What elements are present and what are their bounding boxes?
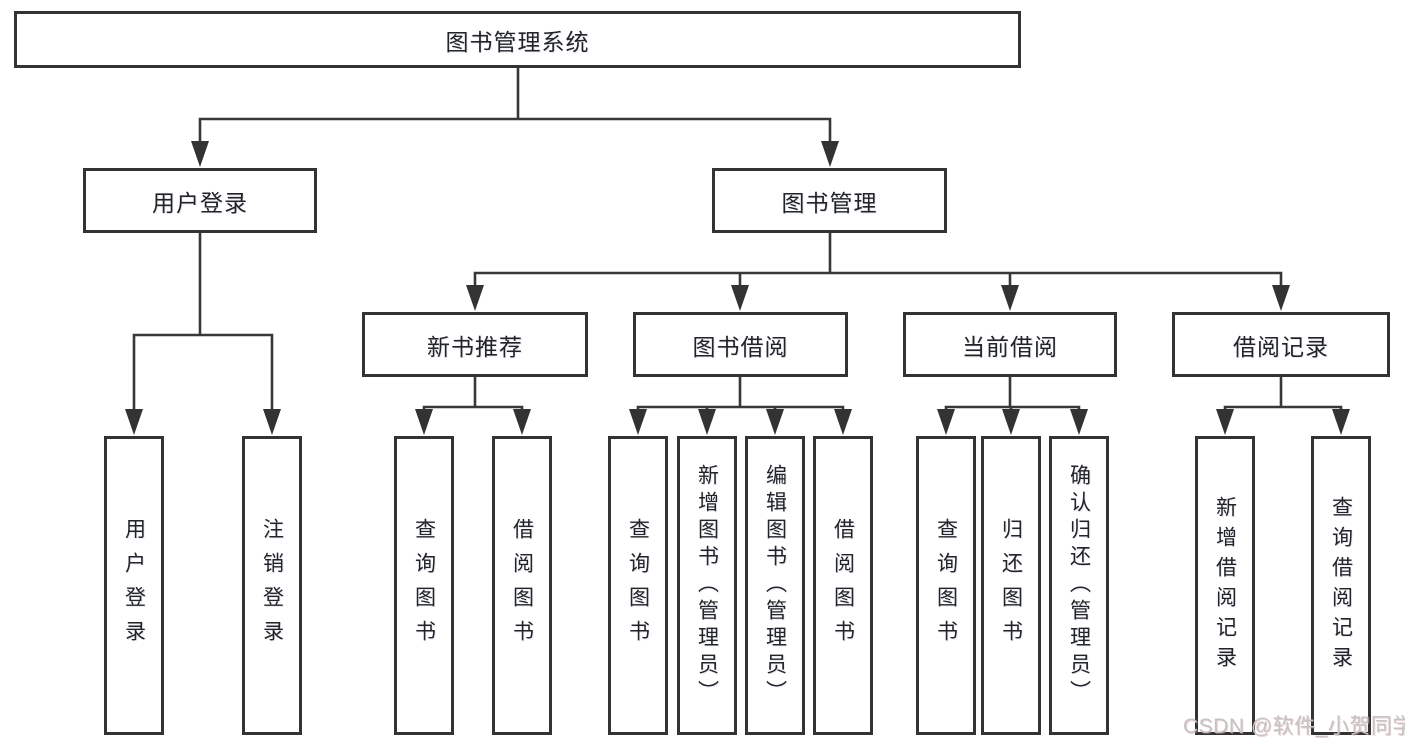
leaf-user-login: 用户登录: [104, 436, 164, 735]
node-root: 图书管理系统: [14, 11, 1021, 68]
leaf-newbook-query-label: 查询图书: [412, 517, 436, 654]
leaf-current-query-label: 查询图书: [934, 517, 958, 654]
node-book-mgmt: 图书管理: [712, 168, 947, 233]
watermark: CSDN @软件_小贺同学: [1183, 715, 1405, 738]
connector-book-borrow-split: [629, 375, 852, 435]
leaf-records-query-label: 查询借阅记录: [1329, 495, 1353, 676]
node-borrow-records-label: 借阅记录: [1233, 333, 1329, 360]
connector-user-login-split: [125, 231, 281, 435]
leaf-borrow-query: 查询图书: [608, 436, 668, 735]
node-user-login: 用户登录: [83, 168, 317, 233]
leaf-newbook-borrow-label: 借阅图书: [510, 517, 534, 654]
leaf-borrow-edit-label: 编辑图书（管理员）: [763, 464, 787, 707]
leaf-current-return: 归还图书: [981, 436, 1041, 735]
leaf-borrow-add: 新增图书（管理员）: [677, 436, 737, 735]
node-new-book-rec: 新书推荐: [362, 312, 588, 377]
node-book-borrow: 图书借阅: [633, 312, 848, 377]
leaf-current-confirm-label: 确认归还（管理员）: [1067, 464, 1091, 707]
leaf-records-add-label: 新增借阅记录: [1213, 495, 1237, 676]
node-current-borrow: 当前借阅: [903, 312, 1117, 377]
leaf-newbook-query: 查询图书: [394, 436, 454, 735]
node-current-borrow-label: 当前借阅: [962, 333, 1058, 360]
node-user-login-label: 用户登录: [152, 189, 248, 216]
leaf-user-login-label: 用户登录: [122, 517, 146, 654]
connector-current-borrow-split: [937, 375, 1088, 435]
connector-book-mgmt-split: [466, 231, 1290, 311]
leaf-borrow-borrow: 借阅图书: [813, 436, 873, 735]
node-book-borrow-label: 图书借阅: [692, 333, 789, 360]
leaf-newbook-borrow: 借阅图书: [492, 436, 552, 735]
connector-borrow-records-split: [1216, 375, 1350, 435]
leaf-borrow-borrow-label: 借阅图书: [831, 517, 855, 654]
leaf-borrow-query-label: 查询图书: [626, 517, 650, 654]
node-borrow-records: 借阅记录: [1172, 312, 1390, 377]
leaf-current-confirm: 确认归还（管理员）: [1049, 436, 1109, 735]
node-book-mgmt-label: 图书管理: [781, 189, 878, 216]
leaf-borrow-add-label: 新增图书（管理员）: [695, 464, 719, 707]
connector-new-book-rec-split: [415, 375, 531, 435]
leaf-borrow-edit: 编辑图书（管理员）: [745, 436, 805, 735]
leaf-records-add: 新增借阅记录: [1195, 436, 1255, 735]
connector-root-split: [191, 66, 839, 167]
node-root-label: 图书管理系统: [445, 28, 590, 55]
leaf-logout-label: 注销登录: [260, 517, 284, 654]
leaf-current-return-label: 归还图书: [999, 517, 1023, 654]
leaf-logout: 注销登录: [242, 436, 302, 735]
leaf-records-query: 查询借阅记录: [1311, 436, 1371, 735]
leaf-current-query: 查询图书: [916, 436, 976, 735]
node-new-book-rec-label: 新书推荐: [427, 333, 523, 360]
